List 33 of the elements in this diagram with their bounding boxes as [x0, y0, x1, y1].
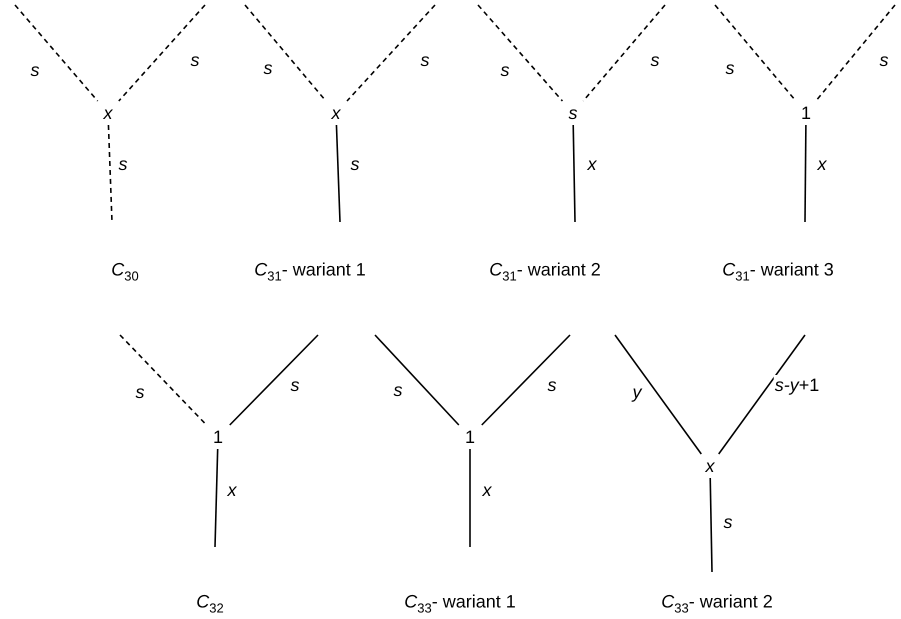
line [614, 334, 702, 454]
graph-caption: C$_{31}$- wariant 1 [254, 260, 366, 286]
line [229, 334, 319, 426]
graph-caption: C$_{31}$- wariant 2 [489, 260, 601, 286]
dashed-line [477, 4, 564, 102]
line [469, 449, 471, 547]
graph-caption: C$_{32}$ [196, 592, 224, 618]
graph-caption: C$_{31}$- wariant 3 [722, 260, 834, 286]
line [481, 334, 571, 426]
dashed-line [118, 4, 206, 102]
line [804, 125, 807, 222]
graph-caption: C$_{30}$ [111, 260, 139, 286]
line [572, 124, 576, 222]
dashed-line [346, 4, 436, 102]
vertex-label: 1 [206, 425, 230, 449]
vertex-label: s [561, 101, 585, 125]
line [718, 334, 806, 454]
line [336, 124, 341, 222]
line [709, 478, 713, 572]
vertex-label: 1 [794, 101, 818, 125]
graph-caption: C$_{33}$- wariant 2 [661, 592, 773, 618]
dashed-line [815, 4, 896, 102]
line [374, 334, 460, 426]
graph-caption: C$_{33}$- wariant 1 [404, 592, 516, 618]
dashed-line [14, 4, 98, 102]
vertex-label: x [324, 101, 348, 125]
line [214, 448, 218, 548]
dashed-line [119, 334, 208, 426]
dashed-line [108, 124, 113, 222]
vertex-label: x [96, 101, 120, 125]
vertex-label: x [698, 454, 722, 478]
vertex-label: 1 [458, 425, 482, 449]
edge-label: s-y+1 [774, 375, 820, 395]
